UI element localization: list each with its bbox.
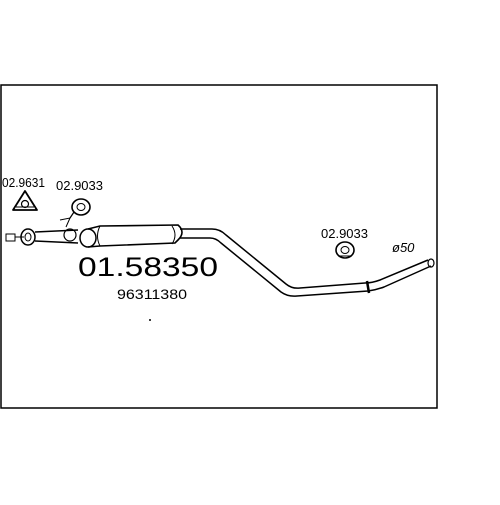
clamp-ring-icon	[335, 241, 355, 259]
tail-pipe	[180, 228, 435, 297]
front-flange	[5, 228, 36, 246]
diameter-label: ø50	[392, 240, 415, 255]
diagram-border	[0, 84, 438, 409]
part-number: 01.58350	[78, 252, 218, 282]
oem-number: 96311380	[117, 286, 187, 302]
silencer-body	[87, 224, 183, 248]
reference-dot	[149, 319, 151, 321]
pointer-arrow-icon	[59, 217, 71, 228]
gasket-icon	[12, 190, 38, 211]
front-pipe	[34, 228, 97, 248]
callout-clamp-right-label: 02.9033	[321, 226, 368, 241]
callout-clamp-left-label: 02.9033	[56, 178, 103, 193]
clamp-ring-icon	[69, 198, 91, 219]
callout-gasket-label: 02.9631	[2, 175, 45, 190]
